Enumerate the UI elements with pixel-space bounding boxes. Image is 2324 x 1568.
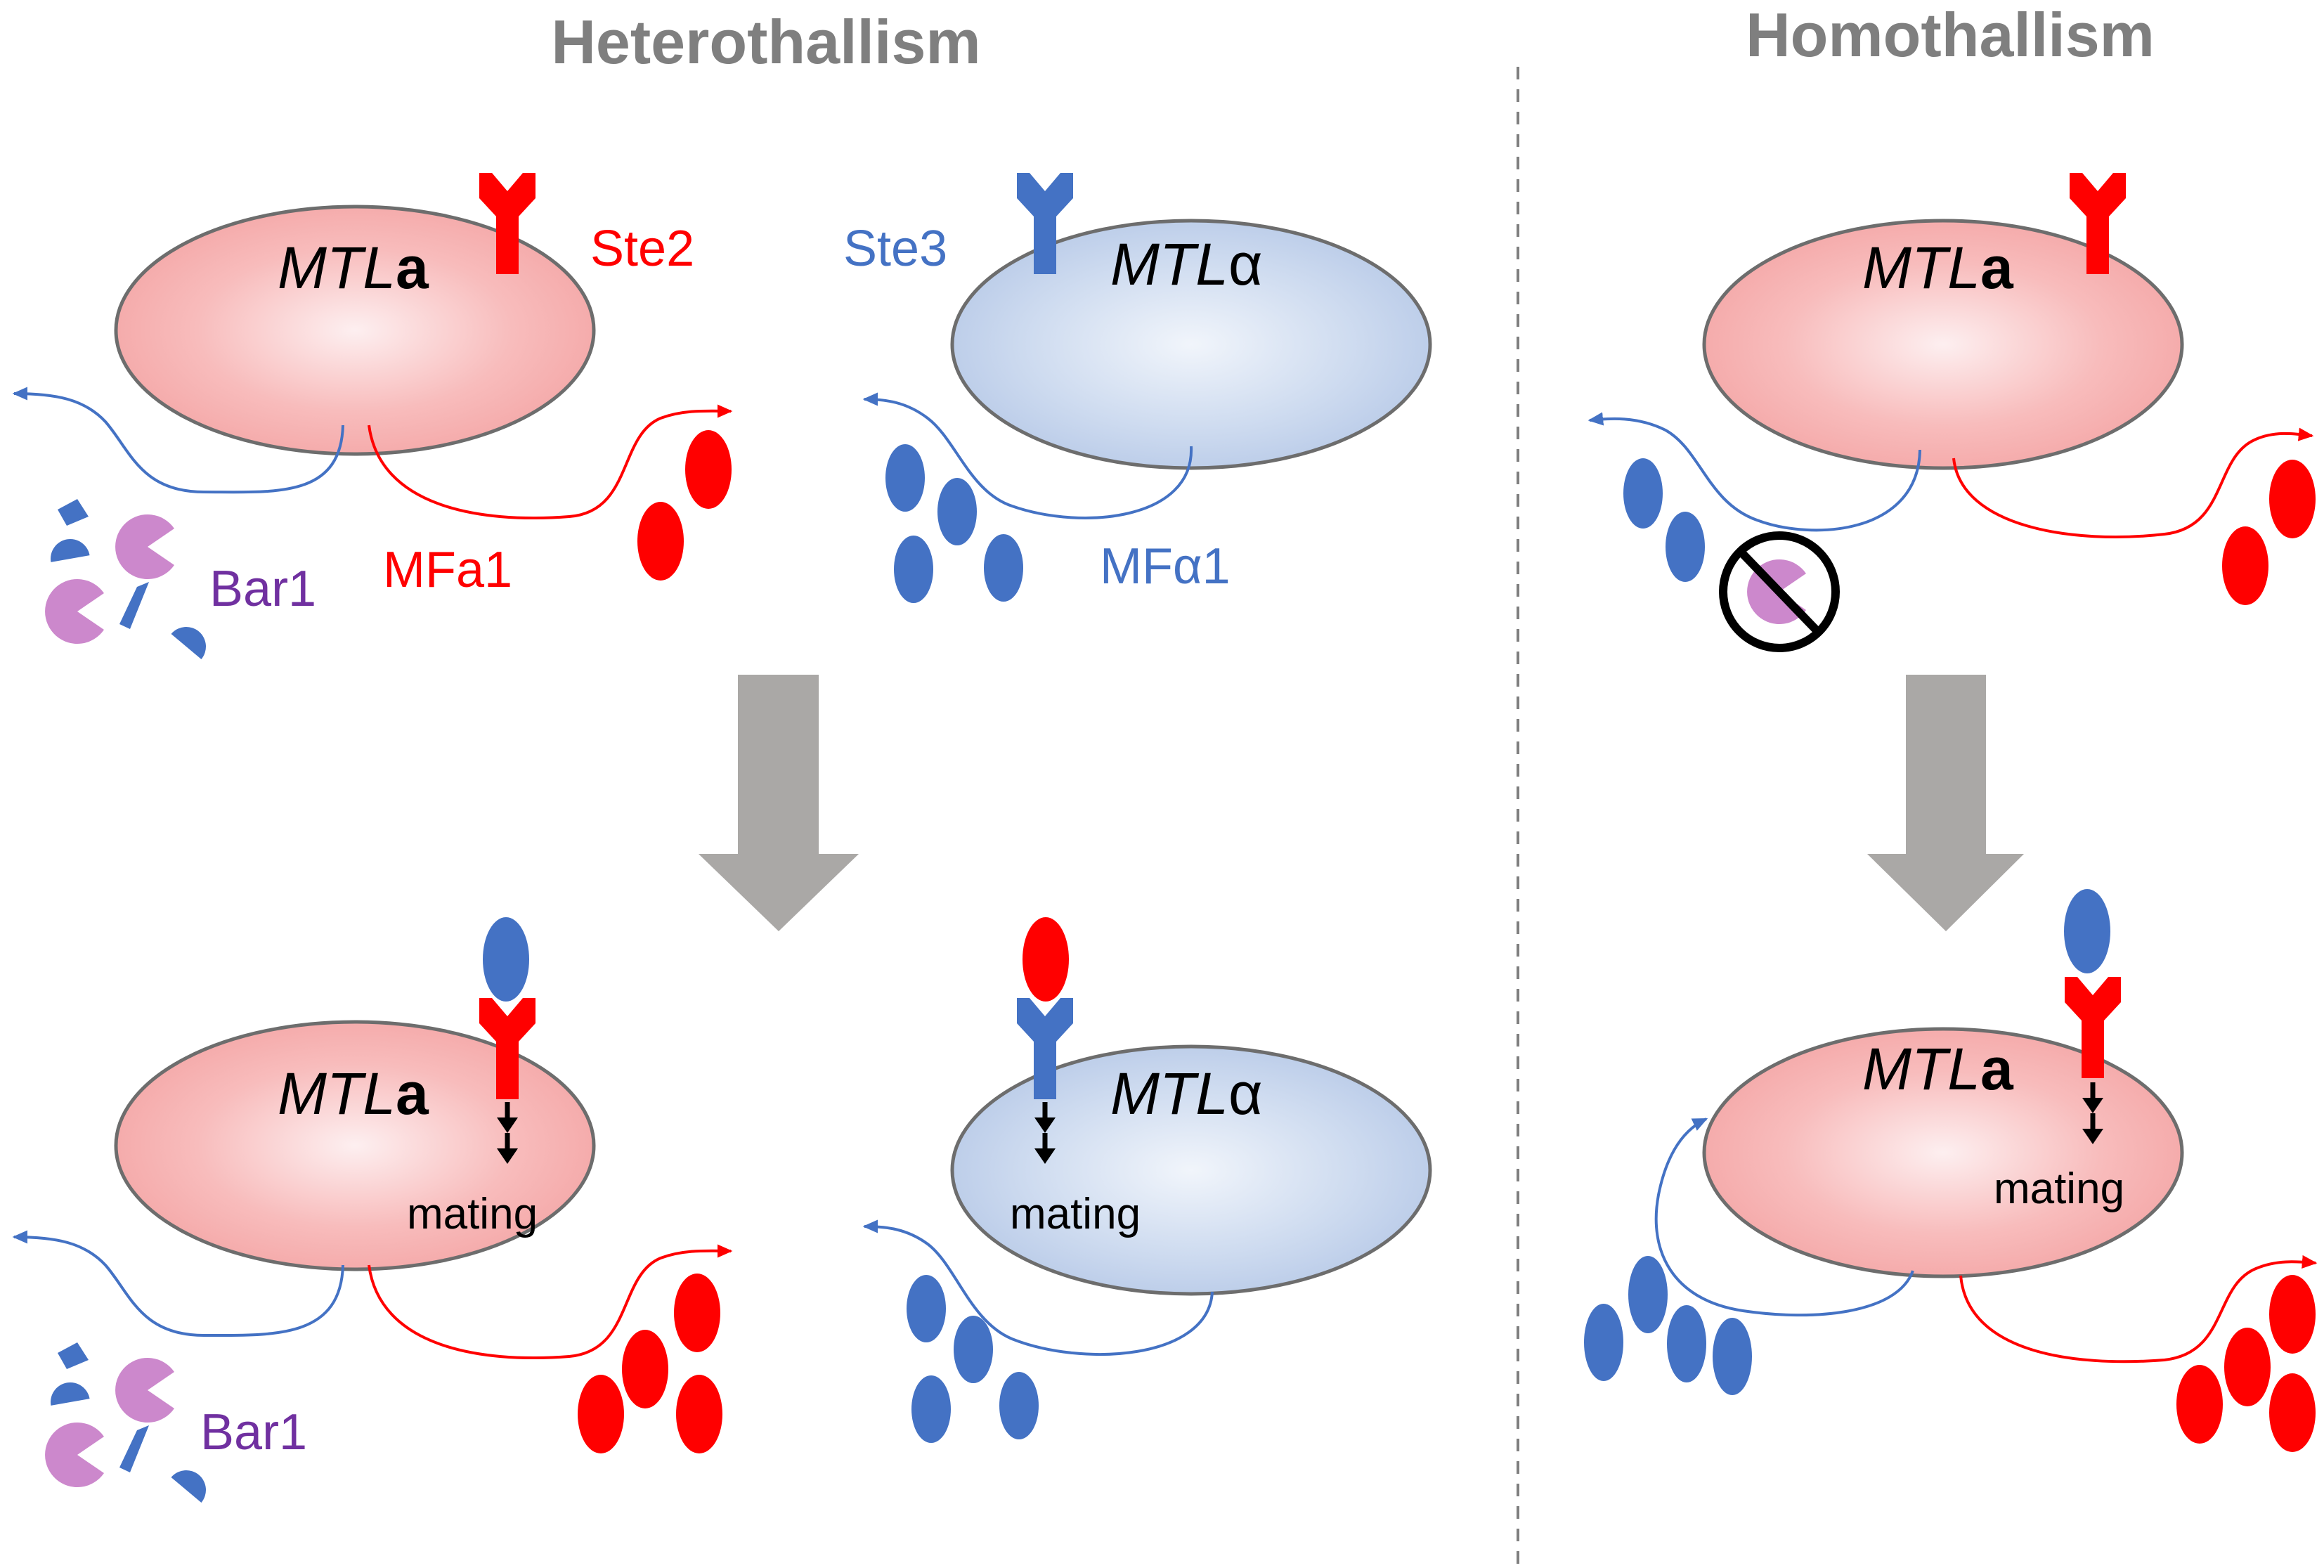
transition-arrow-heterothallism <box>699 675 859 931</box>
prohibition-slash <box>1738 549 1821 635</box>
mtla-label: MTLa <box>278 235 429 301</box>
mfa1-secretion-curve <box>368 1244 733 1359</box>
cleaved-mfalpha-fragment <box>171 618 214 659</box>
bound-mfalpha-pheromone <box>483 917 529 1002</box>
bar1-protease <box>45 579 104 644</box>
mtla-cell-top-left: MTLa Ste2 MFa1 Bar1 <box>12 173 733 659</box>
mfalpha1-pheromone <box>894 536 933 603</box>
mfa1-pheromone <box>2222 526 2268 605</box>
mfa1-pheromone <box>2224 1328 2271 1406</box>
bar1-protease <box>115 514 174 579</box>
homothallism-title: Homothallism <box>1746 0 2155 70</box>
mtlalpha-cell-body <box>950 219 1432 470</box>
mfalpha1-pheromone <box>984 534 1023 602</box>
mfalpha1-pheromone <box>911 1375 951 1443</box>
mfalpha1-pheromone <box>907 1275 946 1342</box>
mfa1-pheromone <box>2269 460 2316 538</box>
mfalpha-pheromone <box>1584 1304 1623 1381</box>
mtla-cell-bottom-left: MTLa mating Bar1 <box>12 917 733 1503</box>
bound-mfalpha-pheromone <box>2064 889 2110 973</box>
bar1-cluster <box>45 499 214 659</box>
cleaved-mfalpha-fragment <box>58 499 89 526</box>
ste2-label: Ste2 <box>590 221 694 277</box>
cleaved-mfalpha-fragment <box>47 536 90 562</box>
cleaved-mfalpha-fragment <box>171 1462 214 1503</box>
mating-label: mating <box>407 1190 538 1238</box>
bar1-label: Bar1 <box>200 1404 307 1460</box>
bar1-cluster <box>45 1342 214 1503</box>
homothallic-mtla-cell-top: MTLa <box>1588 173 2316 652</box>
bar1-protease <box>45 1423 104 1487</box>
mfa1-pheromone <box>2176 1365 2223 1444</box>
mfalpha-secretion-curve <box>1588 412 1921 532</box>
mfalpha1-secretion-curve <box>862 1219 1214 1356</box>
mating-label: mating <box>1010 1190 1141 1238</box>
cleaved-mfalpha-fragment <box>119 1425 149 1472</box>
mfalpha1-label: MFα1 <box>1100 538 1231 595</box>
mfa1-pheromone <box>578 1375 624 1453</box>
mfa1-secretion-curve <box>1952 427 2314 538</box>
mfalpha-pheromone <box>1623 458 1663 529</box>
mfa1-label: MFa1 <box>383 542 512 598</box>
cleaved-mfalpha-fragment <box>47 1379 90 1406</box>
mtlalpha-cell-body <box>950 1044 1432 1296</box>
mtlalpha-label: MTLα <box>1110 231 1263 297</box>
mfa1-secretion-curve <box>368 404 733 519</box>
mtla-label: MTLa <box>278 1061 429 1127</box>
bar1-label: Bar1 <box>209 561 316 617</box>
mfa1-pheromone <box>622 1330 668 1408</box>
mfalpha-pheromone <box>1713 1318 1752 1395</box>
mfa1-pheromone <box>2269 1373 2316 1452</box>
mtla-cell-body <box>1702 1027 2184 1278</box>
heterothallism-title: Heterothallism <box>551 7 980 77</box>
mtlalpha-cell-top: MTLα Ste3 MFα1 <box>843 173 1432 603</box>
mfalpha-uptake-curve <box>12 1230 344 1337</box>
no-bar1-symbol <box>1719 531 1840 652</box>
mfa1-pheromone <box>637 502 684 581</box>
mfa1-secretion-curve <box>1959 1255 2318 1363</box>
mfa1-pheromone <box>676 1375 722 1453</box>
mtla-cell-body <box>1702 219 2184 470</box>
mfalpha-pheromone <box>1628 1256 1668 1333</box>
mtla-label: MTLa <box>1862 235 2014 301</box>
prohibition-circle <box>1719 531 1840 652</box>
cleaved-mfalpha-fragment <box>119 582 149 629</box>
mfalpha1-pheromone <box>937 478 977 545</box>
ste3-label: Ste3 <box>843 221 947 277</box>
mating-label: mating <box>1994 1165 2124 1213</box>
mfalpha-pheromone <box>1666 512 1705 582</box>
mfa1-pheromone <box>674 1274 720 1352</box>
mfa1-pheromone <box>685 430 732 509</box>
mfalpha-pheromone <box>1667 1305 1706 1382</box>
cleaved-mfalpha-fragment <box>58 1342 89 1369</box>
mfalpha-uptake-curve <box>12 387 344 494</box>
mtla-cell-body <box>114 205 596 456</box>
mtla-label: MTLa <box>1862 1036 2014 1102</box>
autocrine-mfalpha-curve <box>1654 1117 1914 1317</box>
bar1-protease <box>115 1358 174 1423</box>
mfalpha1-pheromone <box>999 1372 1039 1439</box>
mtlalpha-cell-bottom: MTLα mating <box>862 917 1432 1443</box>
mfa1-pheromone <box>2269 1275 2316 1354</box>
mfalpha1-pheromone <box>954 1316 993 1383</box>
mtlalpha-label: MTLα <box>1110 1061 1263 1127</box>
homothallic-mtla-cell-bottom: MTLa mating <box>1584 889 2318 1452</box>
mfalpha1-pheromone <box>885 444 925 512</box>
bound-mfa1-pheromone <box>1023 917 1069 1002</box>
mfalpha1-secretion-curve <box>862 392 1193 519</box>
mtla-cell-body <box>114 1020 596 1271</box>
transition-arrow-homothallism <box>1867 675 2024 931</box>
